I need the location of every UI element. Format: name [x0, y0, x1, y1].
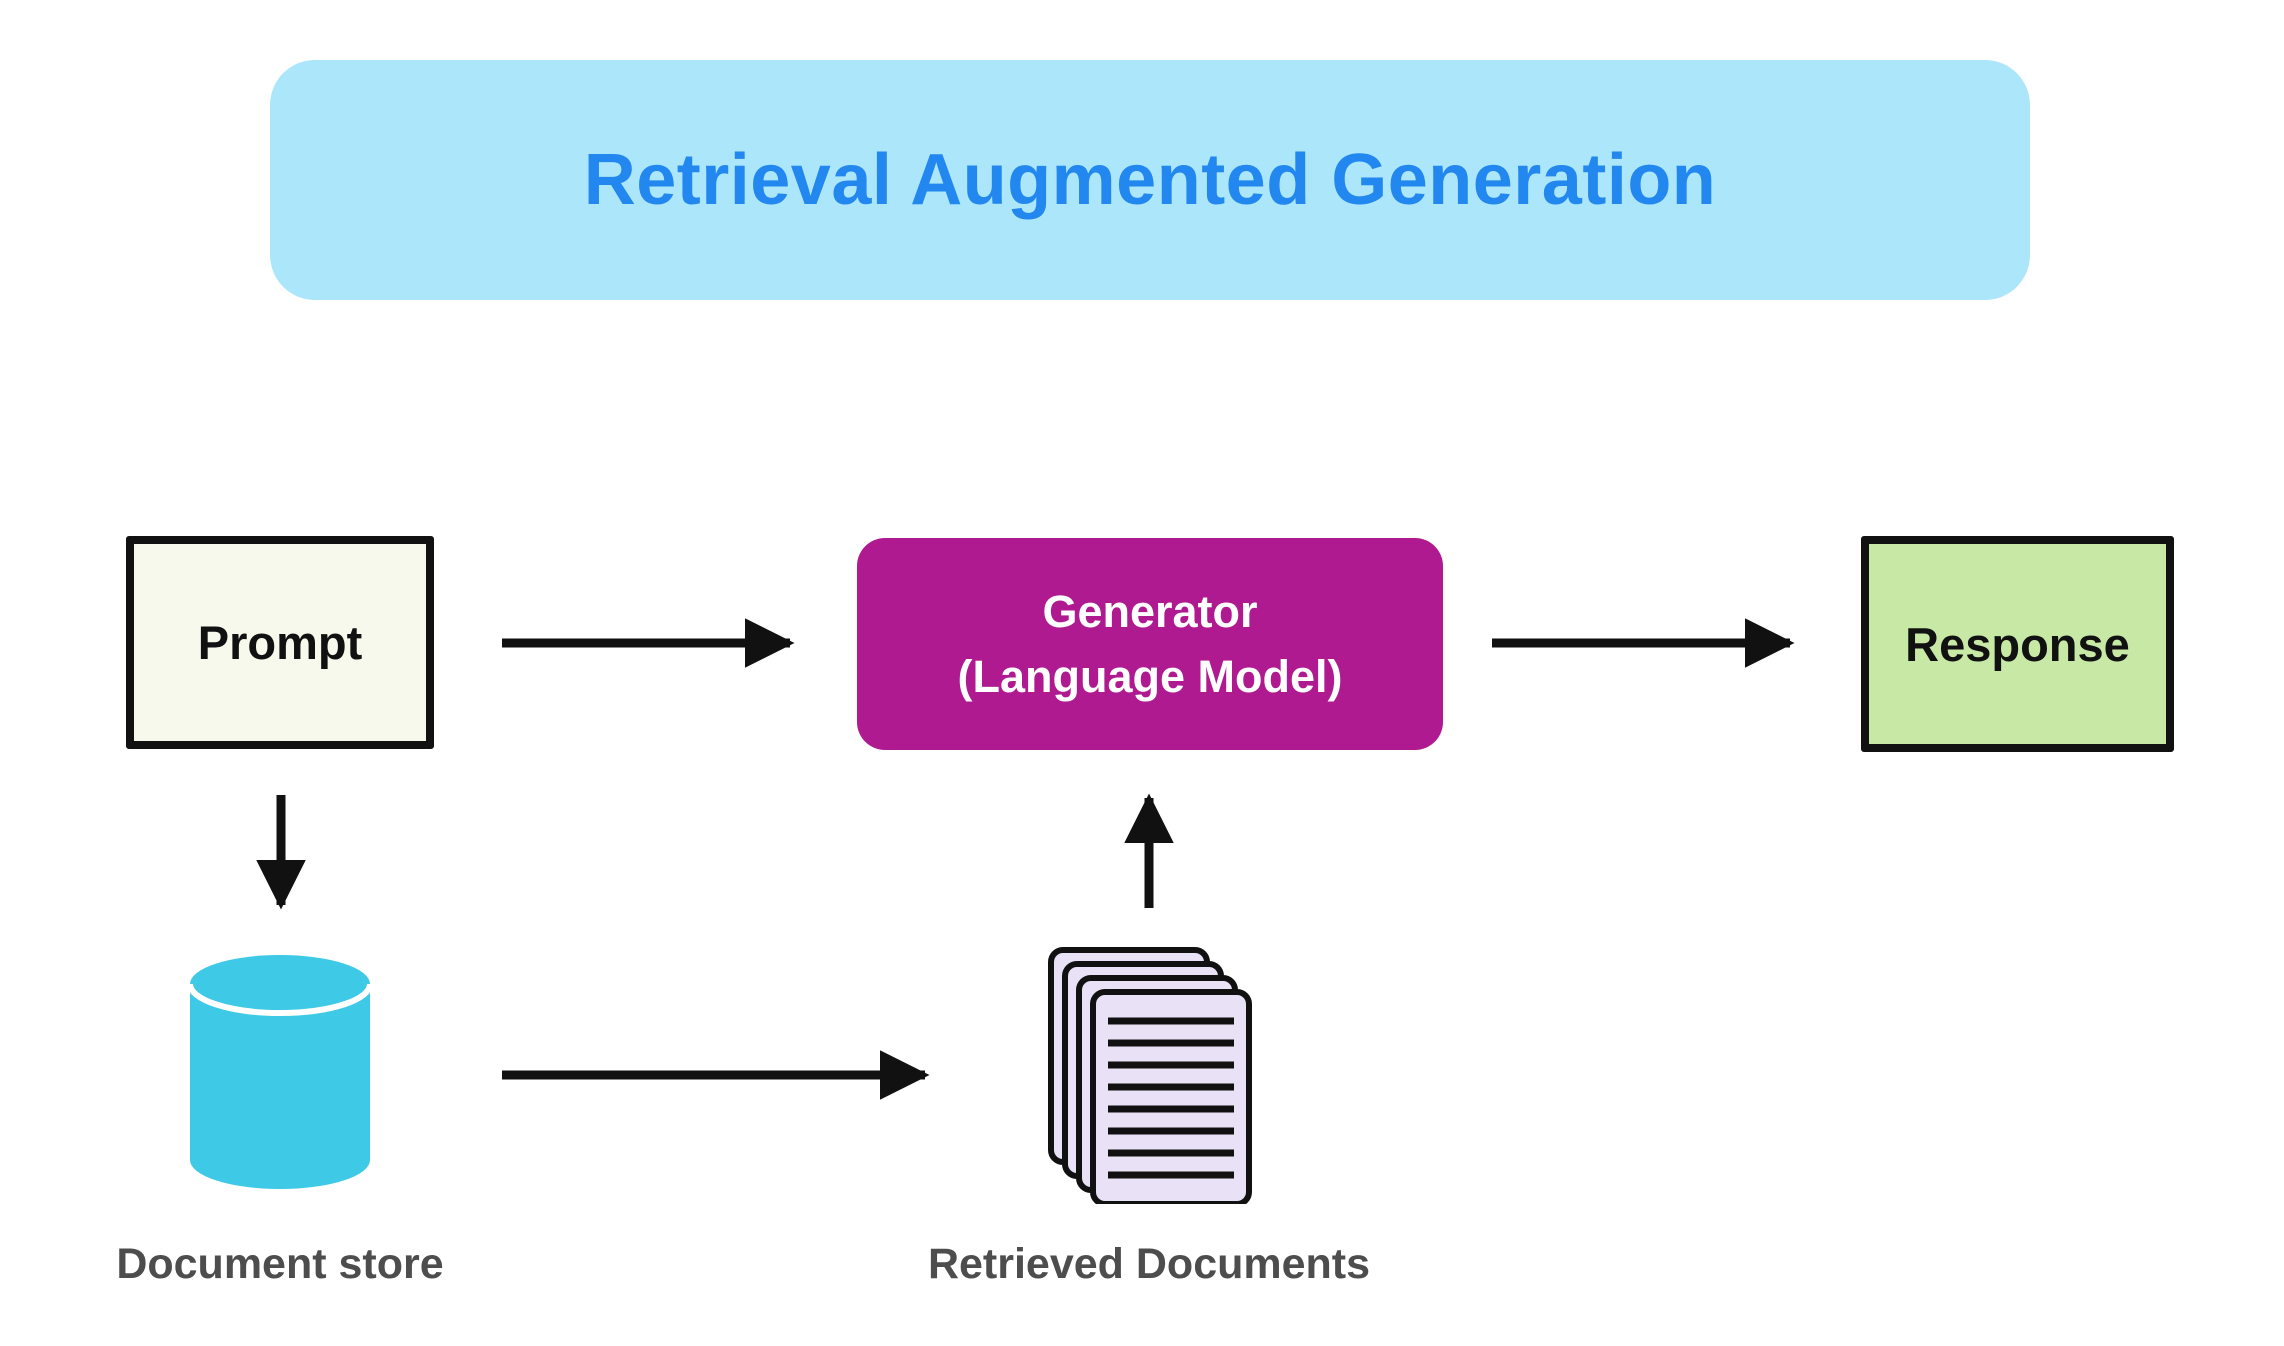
retrieved-documents-node — [1045, 944, 1253, 1207]
response-label: Response — [1905, 617, 2130, 671]
generator-node: Generator (Language Model) — [857, 538, 1443, 750]
diagram-title: Retrieval Augmented Generation — [583, 140, 1717, 220]
prompt-label: Prompt — [197, 616, 363, 669]
database-cylinder-icon — [187, 955, 373, 1189]
document-store-caption: Document store — [116, 1240, 444, 1288]
prompt-node: Prompt — [126, 536, 434, 749]
retrieved-documents-caption: Retrieved Documents — [927, 1240, 1371, 1288]
document-store-node — [185, 948, 375, 1196]
generator-label: Generator (Language Model) — [957, 585, 1343, 702]
title-banner: Retrieval Augmented Generation — [270, 60, 2030, 300]
response-node: Response — [1861, 536, 2174, 752]
stacked-documents-icon — [1048, 947, 1252, 1207]
